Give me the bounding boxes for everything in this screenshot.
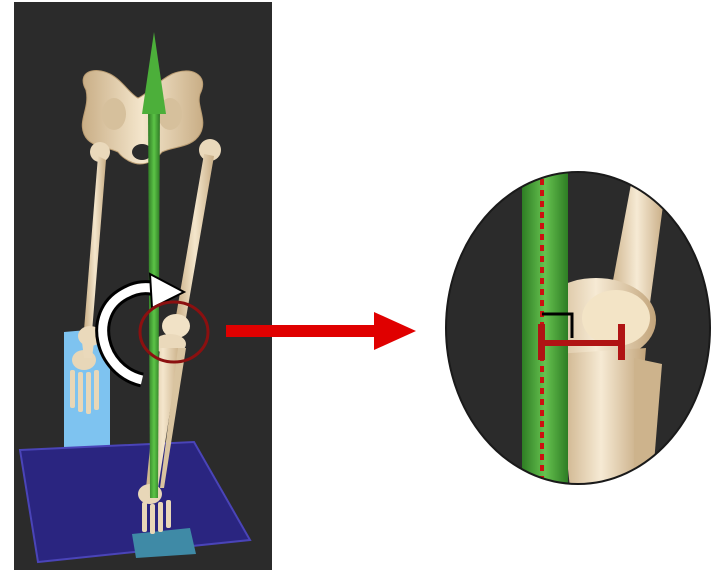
pointer-arrow [224, 306, 424, 356]
zoom-tibia [556, 348, 646, 488]
right-arrow-icon [224, 306, 424, 356]
knee-detail-view [438, 168, 714, 488]
skeleton-scene [14, 2, 272, 570]
knee-zoom-inset [438, 168, 714, 488]
left-tibia [82, 342, 94, 358]
skeleton-viewport [14, 2, 272, 570]
